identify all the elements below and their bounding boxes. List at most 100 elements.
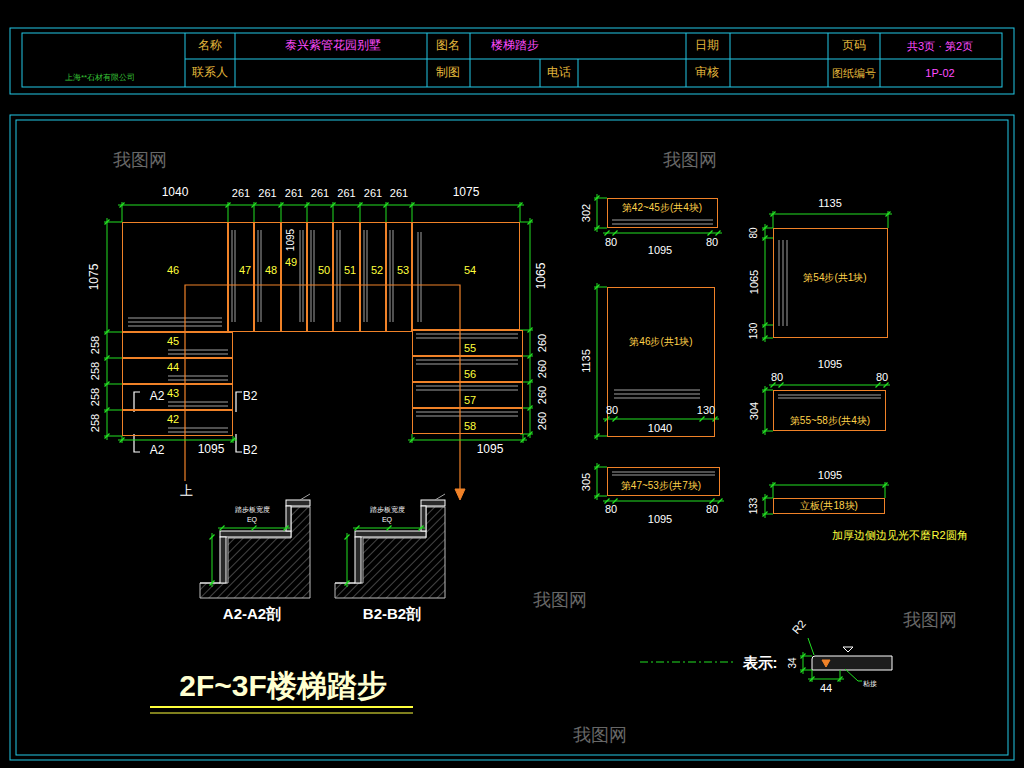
edge-detail — [640, 638, 892, 682]
field-label: 审核 — [695, 66, 719, 80]
step-number: 53 — [397, 264, 409, 277]
extension-line — [762, 325, 773, 326]
step-number: 47 — [239, 264, 251, 277]
dimension-text: 44 — [820, 682, 832, 695]
dimension-text: 80 — [605, 503, 617, 516]
stone-tread — [220, 531, 291, 537]
section-marker — [236, 392, 242, 412]
groove-line — [612, 224, 713, 225]
dimension-text: 1095 — [818, 469, 842, 482]
table-rule — [828, 33, 829, 87]
table-rule — [235, 33, 236, 87]
extension-line — [812, 670, 813, 682]
dimension-text: 1095 — [477, 443, 504, 457]
dimension-text: R2 — [790, 618, 809, 637]
dimension-text: 258 — [89, 336, 102, 354]
underline — [150, 713, 413, 714]
groove-line — [168, 406, 228, 407]
extension-line — [762, 514, 773, 515]
piece-name: 第42~45步(共4块) — [622, 202, 702, 214]
groove-line — [783, 240, 784, 326]
extension-line — [104, 358, 122, 359]
floor-line — [200, 583, 220, 584]
table-rule — [540, 59, 541, 87]
dimension-line — [347, 533, 348, 587]
plan-step: 51 — [333, 222, 360, 332]
extension-line — [228, 202, 229, 222]
groove-line — [416, 416, 518, 417]
groove-line — [303, 230, 304, 322]
piece-detail: 立板(共18块) — [773, 498, 885, 514]
field-label: 图名 — [436, 39, 460, 53]
extension-line — [800, 670, 812, 671]
leader-line — [845, 669, 862, 681]
dimension-text: 80 — [606, 404, 618, 417]
dimension-tick — [884, 383, 889, 388]
dimension-tick — [613, 417, 618, 422]
plan-step: 44 — [122, 358, 233, 384]
extension-line — [594, 198, 607, 199]
piece-detail: 第42~45步(共4块) — [607, 198, 718, 228]
extension-line — [762, 338, 773, 339]
extension-line — [254, 202, 255, 222]
table-rule — [185, 59, 1002, 60]
extension-line — [594, 228, 607, 229]
extension-line — [594, 287, 607, 288]
plan-step: 50 — [307, 222, 333, 332]
field-label: 页码 — [842, 39, 866, 53]
dimension-text: 130 — [748, 323, 760, 340]
dimension-line — [107, 218, 108, 440]
direction-arrow — [455, 489, 465, 500]
extension-line — [594, 436, 607, 437]
dimension-text: 261 — [258, 187, 276, 200]
dimension-text: 1095 — [818, 358, 842, 371]
extension-line — [412, 434, 413, 443]
groove-line — [614, 398, 700, 399]
field-value: 1P-02 — [925, 67, 954, 80]
dimension-text: 304 — [748, 402, 761, 420]
plan-step: 54 — [412, 222, 520, 330]
groove-line — [128, 318, 222, 319]
dimension-text: 260 — [536, 360, 549, 378]
dimension-tick — [700, 417, 705, 422]
dimension-line — [530, 218, 531, 438]
extension-line — [104, 332, 122, 333]
dimension-tick — [284, 526, 289, 531]
underline — [150, 706, 413, 708]
extension-line — [520, 202, 521, 222]
table-rule — [730, 33, 731, 87]
section-note: EQ — [247, 516, 257, 524]
field-value: 共3页 · 第2页 — [907, 40, 973, 53]
dimension-tick — [876, 383, 881, 388]
watermark: 我图网 — [533, 590, 587, 611]
extension-line — [773, 211, 774, 228]
dimension-line — [769, 385, 890, 386]
note-label: 表示: — [743, 654, 778, 671]
step-number: 49 — [285, 256, 297, 269]
watermark: 我图网 — [573, 725, 627, 746]
dimension-text: 260 — [536, 412, 549, 430]
groove-line — [168, 350, 228, 351]
field-label: 联系人 — [192, 66, 228, 80]
groove-line — [235, 230, 236, 322]
step-number: 57 — [464, 394, 476, 407]
groove-line — [168, 428, 228, 429]
groove-line — [421, 232, 422, 322]
dimension-text: 1040 — [162, 186, 189, 200]
groove-line — [778, 395, 881, 396]
step-number: 56 — [464, 368, 476, 381]
extension-line — [762, 498, 773, 499]
groove-line — [393, 230, 394, 322]
piece-name: 第55~58步(共4块) — [790, 415, 870, 427]
section-marker — [134, 434, 140, 452]
dimension-tick — [252, 526, 257, 531]
concrete-body — [200, 507, 310, 598]
dimension-tick — [345, 581, 350, 586]
extension-line — [594, 496, 607, 497]
dimension-text: 260 — [536, 334, 549, 352]
dimension-text: 1075 — [453, 186, 480, 200]
piece-detail: 第55~58步(共4块) — [773, 390, 886, 431]
title-underline — [150, 707, 413, 713]
dimension-line — [597, 194, 598, 232]
